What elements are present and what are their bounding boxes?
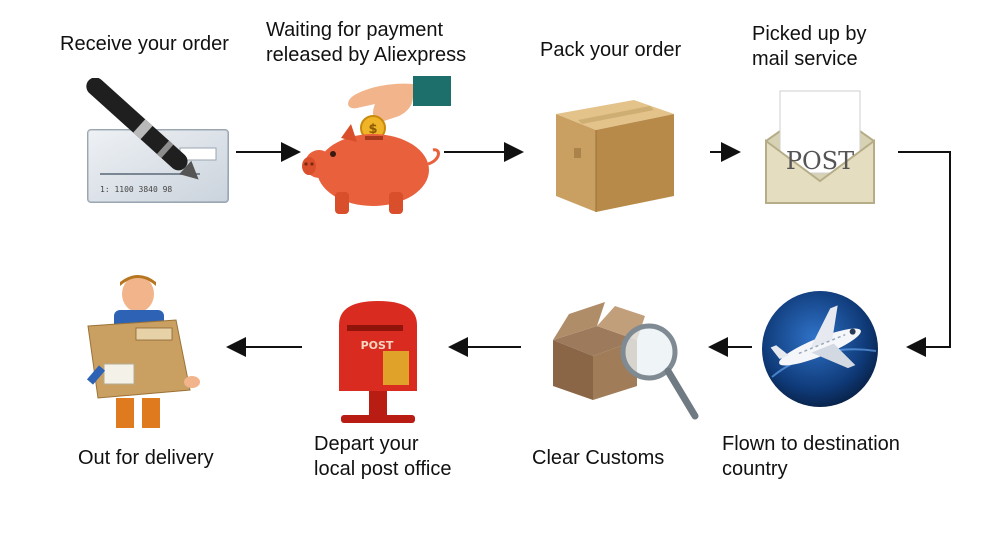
piggy-bank-icon: $	[302, 76, 451, 214]
step-label-delivery: Out for delivery	[78, 447, 214, 469]
step-label-pack: Pack your order	[540, 39, 682, 61]
svg-text:1: 1100 3840 98: 1: 1100 3840 98	[100, 185, 172, 194]
post-envelope-icon: POST	[765, 90, 875, 204]
mailbox-text: POST	[361, 339, 394, 352]
box-icon	[556, 100, 674, 212]
step-label-depart: Depart your local post office	[314, 433, 452, 480]
airplane-icon	[762, 291, 878, 407]
step-label-pickup: Picked up by mail service	[752, 23, 867, 70]
step-label-payment: Waiting for payment released by Aliexpre…	[266, 19, 467, 66]
cheque-pen-icon: 1: 1100 3840 98	[86, 78, 229, 203]
arrow-pickup-to-flown	[898, 151, 951, 357]
post-envelope-text: POST	[786, 147, 854, 175]
step-label-customs: Clear Customs	[532, 447, 665, 469]
svg-text:$: $	[368, 122, 377, 137]
courier-icon	[86, 275, 200, 428]
step-label-flown: Flown to destination country	[722, 433, 900, 480]
magnifier-box-icon	[553, 302, 699, 420]
step-label-receive: Receive your order	[60, 33, 229, 55]
mailbox-icon: POST	[339, 301, 417, 423]
